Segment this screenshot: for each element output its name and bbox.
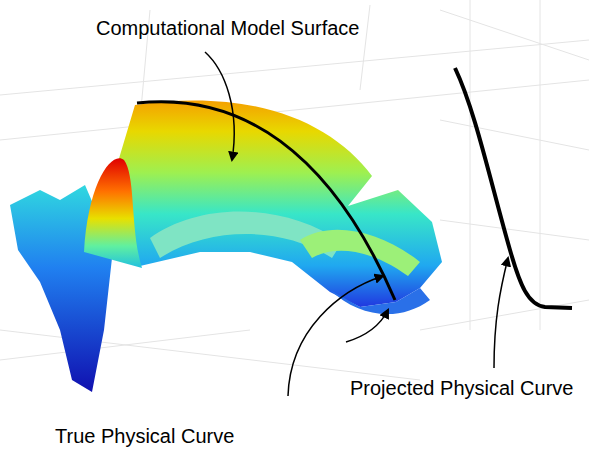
leader-line — [494, 258, 508, 368]
leader-line — [205, 52, 234, 160]
callout-label: Computational Model Surface — [96, 16, 359, 40]
projected-curve — [455, 68, 572, 308]
leader-line — [346, 310, 388, 342]
true-curve — [137, 102, 395, 300]
callout-label: True Physical Curve — [55, 424, 234, 448]
callout-label: Projected Physical Curve — [350, 376, 573, 400]
